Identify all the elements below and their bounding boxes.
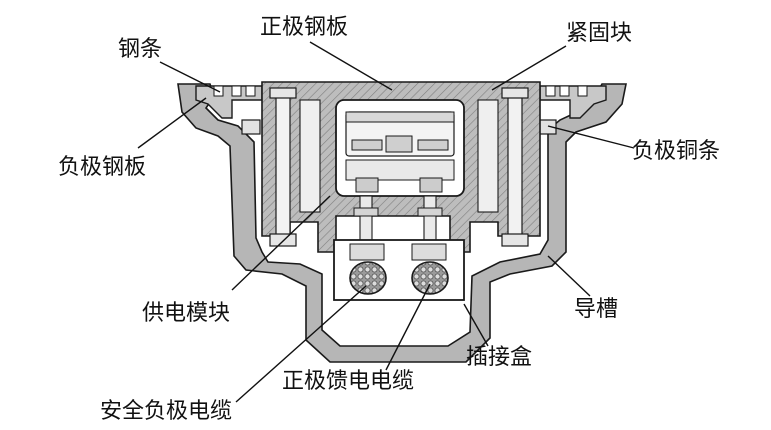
right-side-bracket bbox=[477, 99, 499, 213]
leader-steel-bar bbox=[159, 61, 221, 93]
left-side-bracket bbox=[299, 99, 321, 213]
leader-positive-feeder-cable bbox=[385, 283, 431, 371]
right-bar-slot-3 bbox=[577, 85, 588, 97]
label-positive-feeder-cable: 正极馈电电缆 bbox=[282, 369, 414, 394]
right-bar-slot-2 bbox=[559, 85, 570, 97]
board-component-3 bbox=[417, 139, 449, 151]
leader-safety-negative-cable bbox=[235, 285, 367, 403]
pin-collar-left bbox=[353, 207, 379, 217]
board-component-1 bbox=[351, 139, 383, 151]
junction-socket-right bbox=[411, 243, 447, 261]
leader-clamp-block bbox=[491, 45, 567, 91]
leader-junction-box bbox=[463, 303, 489, 347]
label-guide-slot: 导槽 bbox=[574, 297, 618, 322]
label-clamp-block: 紧固块 bbox=[566, 21, 632, 46]
safety-negative-cable-section bbox=[349, 261, 387, 295]
pin-collar-right bbox=[417, 207, 443, 217]
leader-negative-steel-plate bbox=[137, 97, 207, 149]
label-safety-negative-cable: 安全负极电缆 bbox=[100, 399, 232, 424]
label-steel-bar: 钢条 bbox=[118, 37, 162, 62]
board-component-2 bbox=[385, 135, 413, 153]
right-steel-bar bbox=[539, 85, 607, 119]
board-lower-strip bbox=[345, 159, 455, 181]
left-bolt-nut bbox=[269, 233, 297, 247]
label-negative-copper-bar: 负极铜条 bbox=[632, 139, 720, 164]
left-bolt-head bbox=[269, 87, 297, 99]
right-bolt-nut bbox=[501, 233, 529, 247]
leader-positive-steel-plate bbox=[309, 41, 393, 91]
positive-feeder-cable-section bbox=[411, 261, 449, 295]
contact-pin-right bbox=[423, 195, 437, 243]
right-bolt-shaft bbox=[507, 95, 523, 237]
right-bolt-head bbox=[501, 87, 529, 99]
label-positive-steel-plate: 正极钢板 bbox=[260, 15, 348, 40]
connector-block-right bbox=[419, 177, 443, 193]
connector-block-left bbox=[355, 177, 379, 193]
label-power-module: 供电模块 bbox=[142, 301, 230, 326]
leader-lines bbox=[137, 41, 635, 403]
junction-socket-left bbox=[349, 243, 385, 261]
left-bar-slot-2 bbox=[231, 85, 242, 97]
label-negative-steel-plate: 负极钢板 bbox=[58, 155, 146, 180]
board-top-strip bbox=[345, 111, 455, 123]
left-copper-bar bbox=[241, 119, 261, 135]
leader-power-module bbox=[231, 195, 331, 291]
leader-negative-copper-bar bbox=[547, 125, 635, 149]
right-bar-slot-1 bbox=[545, 85, 556, 97]
label-junction-box: 插接盒 bbox=[466, 345, 532, 370]
contact-pin-left bbox=[359, 195, 373, 243]
left-bolt-shaft bbox=[275, 95, 291, 237]
left-bar-slot-3 bbox=[245, 85, 256, 97]
leader-guide-slot bbox=[547, 255, 591, 297]
